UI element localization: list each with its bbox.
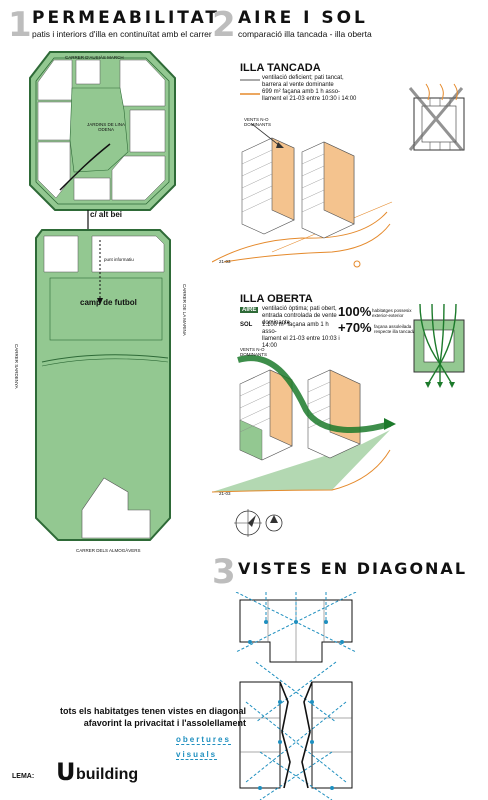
logo-mark: U — [56, 758, 76, 786]
street-bottom-label: CARRER DELS ALMOGÀVERS — [76, 548, 141, 553]
street-right-label: CARRER DE LA MARINA — [182, 284, 187, 336]
closed-wind-label: VENTS N-O DOMINANTS — [244, 117, 271, 127]
section2-subtitle: comparació illa tancada - illa oberta — [238, 29, 372, 39]
path-arrow — [59, 143, 111, 191]
compass-icon — [234, 509, 283, 537]
closed-time-label: 21-03 — [219, 259, 231, 264]
info-label: punt informatiu — [104, 257, 134, 262]
open-tag-air: AIRE — [240, 307, 259, 313]
closed-legend-1: ventilació deficient; pati tancat, barre… — [262, 75, 344, 88]
lower-buildings — [43, 235, 165, 273]
open-tag-sun: SOL — [240, 322, 253, 328]
open-axonometric — [212, 355, 396, 493]
field-label: camp de futbol — [80, 298, 137, 307]
views-line-2: afavorint la privacitat i l'assolellamen… — [83, 718, 246, 728]
open-pct-1-text: habitatges possesix exterior-exterior — [372, 308, 412, 318]
section3-title: VISTES EN DIAGONAL — [238, 559, 468, 578]
open-title: ILLA OBERTA — [240, 293, 313, 305]
open-wind-label: VENTS N-O DOMINANTS — [240, 347, 267, 357]
football-field — [49, 277, 163, 341]
section2-title: AIRE I SOL — [238, 8, 368, 28]
open-pct-2-text: façana assoleilada respecte illa tancada — [374, 324, 416, 334]
closed-plan-diagram — [408, 83, 465, 151]
logo-word: building — [76, 766, 139, 783]
open-pct-2: +70% — [338, 320, 372, 335]
views-legend-visuals: visuals — [176, 750, 218, 760]
bottom-building — [81, 477, 151, 539]
section1-number: 1 — [8, 5, 32, 45]
closed-title: ILLA TANCADA — [240, 62, 321, 74]
garden-label: JARDINS DE LINA ODENA — [86, 122, 125, 132]
closed-axonometric — [212, 123, 393, 268]
permeability-plan — [29, 51, 176, 541]
pass-label: c/ alt bei — [90, 210, 123, 219]
open-pct-1: 100% — [338, 304, 372, 319]
views-line-1: tots els habitatges tenen vistes en diag… — [59, 706, 246, 716]
street-top-label: CARRER D'AUSIÀS MARCH — [65, 55, 124, 60]
closed-legend-2: 699 m² façana amb 1 h asso- llament el 2… — [262, 89, 357, 102]
section1-subtitle: patis i interiors d'illa en continuïtat … — [32, 29, 212, 39]
open-legend-1: ventilació òptima; pati obert, entrada c… — [262, 306, 337, 326]
section3-number: 3 — [212, 552, 236, 592]
section2-number: 2 — [212, 5, 236, 45]
garden — [69, 87, 129, 173]
section1-title: PERMEABILITAT — [32, 8, 220, 28]
open-legend-2: 1.100 m² façana amb 1 h asso- llament el… — [262, 322, 340, 349]
street-left-label: CARRER SARDENYA — [14, 344, 19, 389]
closed-legend-keys — [240, 79, 260, 95]
diagonal-views-diagram — [235, 592, 357, 800]
views-legend-openings: obertures — [176, 735, 231, 745]
upper-buildings — [37, 59, 166, 201]
open-time-label: 21-03 — [219, 491, 231, 496]
lema-label: LEMA: — [12, 773, 35, 780]
open-plan-diagram — [413, 303, 465, 388]
